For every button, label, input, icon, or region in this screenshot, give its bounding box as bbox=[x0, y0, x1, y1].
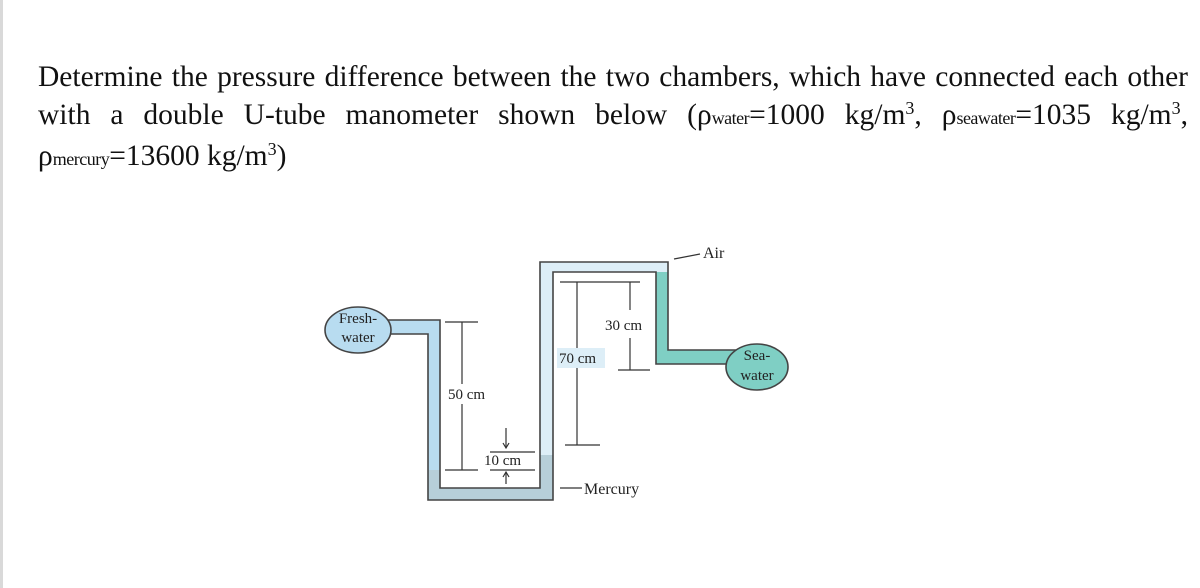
air-label: Air bbox=[703, 245, 725, 262]
rho-water-subscript: water bbox=[711, 108, 750, 128]
dimension-70cm-label-bg bbox=[557, 348, 605, 368]
rho-mercury-value: =13600 kg/m bbox=[109, 140, 268, 172]
cube-superscript: 3 bbox=[267, 139, 277, 159]
problem-intro: Determine the pressure difference betwee… bbox=[38, 61, 1188, 131]
rho-mercury-subscript: mercury bbox=[52, 149, 110, 169]
rho-seawater-value: =1035 kg/m bbox=[1015, 99, 1172, 131]
separator: , bbox=[914, 99, 942, 131]
fresh-water-label-line2: water bbox=[341, 330, 374, 346]
problem-statement: Determine the pressure difference betwee… bbox=[38, 58, 1188, 178]
dimension-10cm bbox=[490, 428, 535, 484]
dimension-50cm-label: 50 cm bbox=[448, 387, 485, 403]
sea-water-column bbox=[656, 272, 736, 364]
sea-water-label-line2: water bbox=[740, 368, 773, 384]
fresh-water-label-line1: Fresh- bbox=[339, 311, 377, 327]
mercury-label: Mercury bbox=[584, 481, 639, 498]
cube-superscript: 3 bbox=[1171, 98, 1181, 118]
page-edge bbox=[0, 0, 3, 588]
rho-seawater-symbol: ρ bbox=[941, 99, 957, 131]
rho-water-symbol: ρ bbox=[696, 99, 712, 131]
tube-outline bbox=[388, 261, 736, 501]
fresh-water-chamber bbox=[324, 306, 392, 354]
dimension-30cm bbox=[618, 282, 650, 371]
sea-water-chamber bbox=[725, 343, 789, 391]
air-leader-line bbox=[673, 253, 701, 260]
dimension-30cm-label: 30 cm bbox=[605, 318, 642, 334]
dimension-10cm-label: 10 cm bbox=[484, 453, 521, 469]
fresh-water-column bbox=[388, 320, 440, 470]
rho-seawater-subscript: seawater bbox=[956, 108, 1016, 128]
problem-close: ) bbox=[276, 140, 287, 172]
rho-mercury-symbol: ρ bbox=[38, 140, 53, 172]
sea-water-label-line1: Sea- bbox=[744, 348, 771, 364]
dimension-70cm-label: 70 cm bbox=[559, 351, 596, 367]
rho-water-value: =1000 kg/m bbox=[749, 99, 906, 131]
dimension-50cm-label-bg bbox=[446, 384, 491, 404]
cube-superscript: 3 bbox=[905, 98, 915, 118]
separator: , bbox=[1180, 99, 1188, 131]
